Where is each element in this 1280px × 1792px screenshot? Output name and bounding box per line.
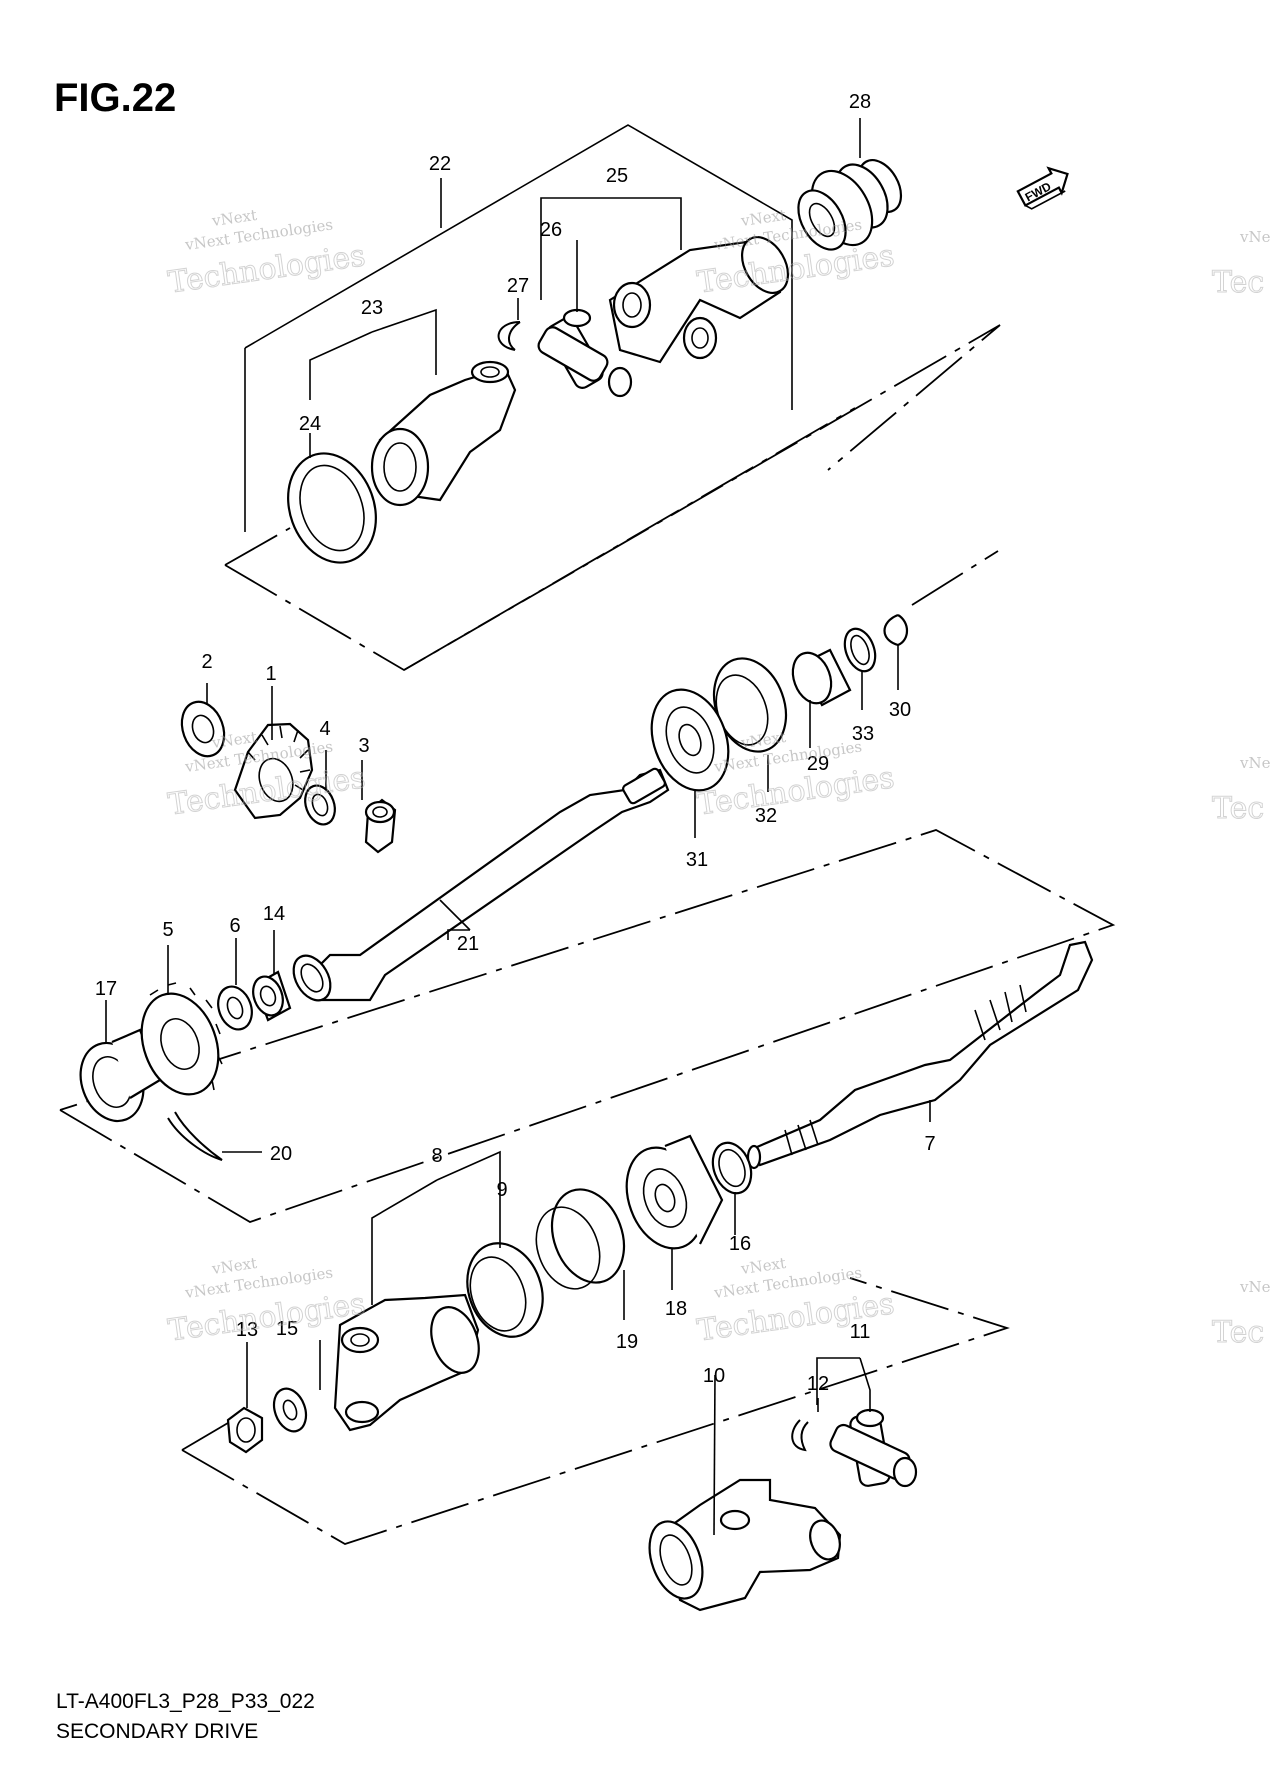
part-1-bevel-gear [233, 722, 314, 820]
watermark-text: vNe [1239, 1278, 1271, 1296]
part-14-collar [252, 970, 292, 1022]
part-17-bearing [79, 1028, 162, 1123]
part-31-bearing [650, 688, 730, 792]
part-27-circlip [497, 321, 521, 351]
callout-19: 19 [616, 1331, 638, 1353]
watermark-text: Tec [1212, 791, 1264, 826]
watermark-text: vNe [1239, 228, 1271, 246]
part-25-yoke [608, 236, 790, 364]
part-23-yoke [370, 360, 517, 507]
callout-26: 26 [540, 219, 562, 241]
part-16-oring [711, 1141, 753, 1195]
callout-22: 22 [429, 153, 451, 175]
callout-16: 16 [729, 1233, 751, 1255]
part-9-seal [466, 1242, 544, 1338]
part-15-washer [272, 1387, 308, 1433]
callout-8: 8 [431, 1145, 442, 1167]
leader-lines [105, 118, 931, 1536]
part-32-seal [712, 657, 788, 753]
watermark-text: vNe [1239, 754, 1271, 772]
callout-2: 2 [201, 651, 212, 673]
callout-30: 30 [889, 699, 911, 721]
part-4-washer [304, 784, 336, 826]
part-33-washer [843, 627, 877, 673]
section-name: SECONDARY DRIVE [56, 1720, 259, 1743]
part-2-shim [180, 700, 226, 758]
callout-4: 4 [319, 718, 330, 740]
callout-18: 18 [665, 1298, 687, 1320]
part-21-driveshaft [292, 767, 670, 1002]
callout-29: 29 [807, 753, 829, 775]
watermark-text: Tec [1212, 265, 1264, 300]
callout-14: 14 [263, 903, 285, 925]
callout-13: 13 [236, 1319, 258, 1341]
group-box-bottom [181, 1277, 1010, 1545]
part-3-nut [364, 798, 397, 854]
group-box-21 [403, 407, 999, 671]
part-11-spider [829, 1408, 918, 1488]
figure-title: FIG.22 [54, 76, 177, 120]
callout-10: 10 [703, 1365, 725, 1387]
callout-32: 32 [755, 805, 777, 827]
callout-12: 12 [807, 1373, 829, 1395]
callout-17: 17 [95, 978, 117, 1000]
watermark-text: Tec [1212, 1315, 1264, 1350]
callout-3: 3 [358, 735, 369, 757]
model-code: LT-A400FL3_P28_P33_022 [56, 1690, 315, 1713]
part-24-seal [287, 452, 377, 564]
fwd-arrow-icon: FWD [1016, 166, 1069, 210]
callout-25: 25 [606, 165, 628, 187]
part-8-yoke [333, 1293, 480, 1432]
part-13-nut [226, 1406, 264, 1454]
callout-5: 5 [162, 919, 173, 941]
callout-20: 20 [270, 1143, 292, 1165]
callout-33: 33 [852, 723, 874, 745]
callout-11: 11 [850, 1321, 871, 1343]
callout-1: 1 [265, 663, 276, 685]
callout-31: 31 [686, 849, 708, 871]
part-18-bearing [625, 1134, 724, 1250]
callout-27: 27 [507, 275, 529, 297]
group-box-7 [59, 829, 1116, 1223]
part-20-circlip [167, 1111, 223, 1161]
callout-23: 23 [361, 297, 383, 319]
callout-24: 24 [299, 413, 321, 435]
part-7-shaft [746, 940, 1094, 1170]
part-5-gear [140, 982, 223, 1096]
callout-9: 9 [496, 1179, 507, 1201]
part-28-boot [797, 159, 903, 251]
part-12-circlip [791, 1419, 809, 1452]
callout-6: 6 [229, 915, 240, 937]
callout-21: 21 [457, 933, 479, 955]
part-29-collar [791, 648, 852, 707]
callout-15: 15 [276, 1318, 298, 1340]
callout-7: 7 [924, 1133, 935, 1155]
part-26-spider [537, 308, 633, 398]
part-6-washer [217, 985, 253, 1031]
part-30-circlip [883, 613, 909, 647]
part-19-seal [535, 1188, 626, 1290]
callout-28: 28 [849, 91, 871, 113]
part-10-yoke [648, 1478, 842, 1612]
